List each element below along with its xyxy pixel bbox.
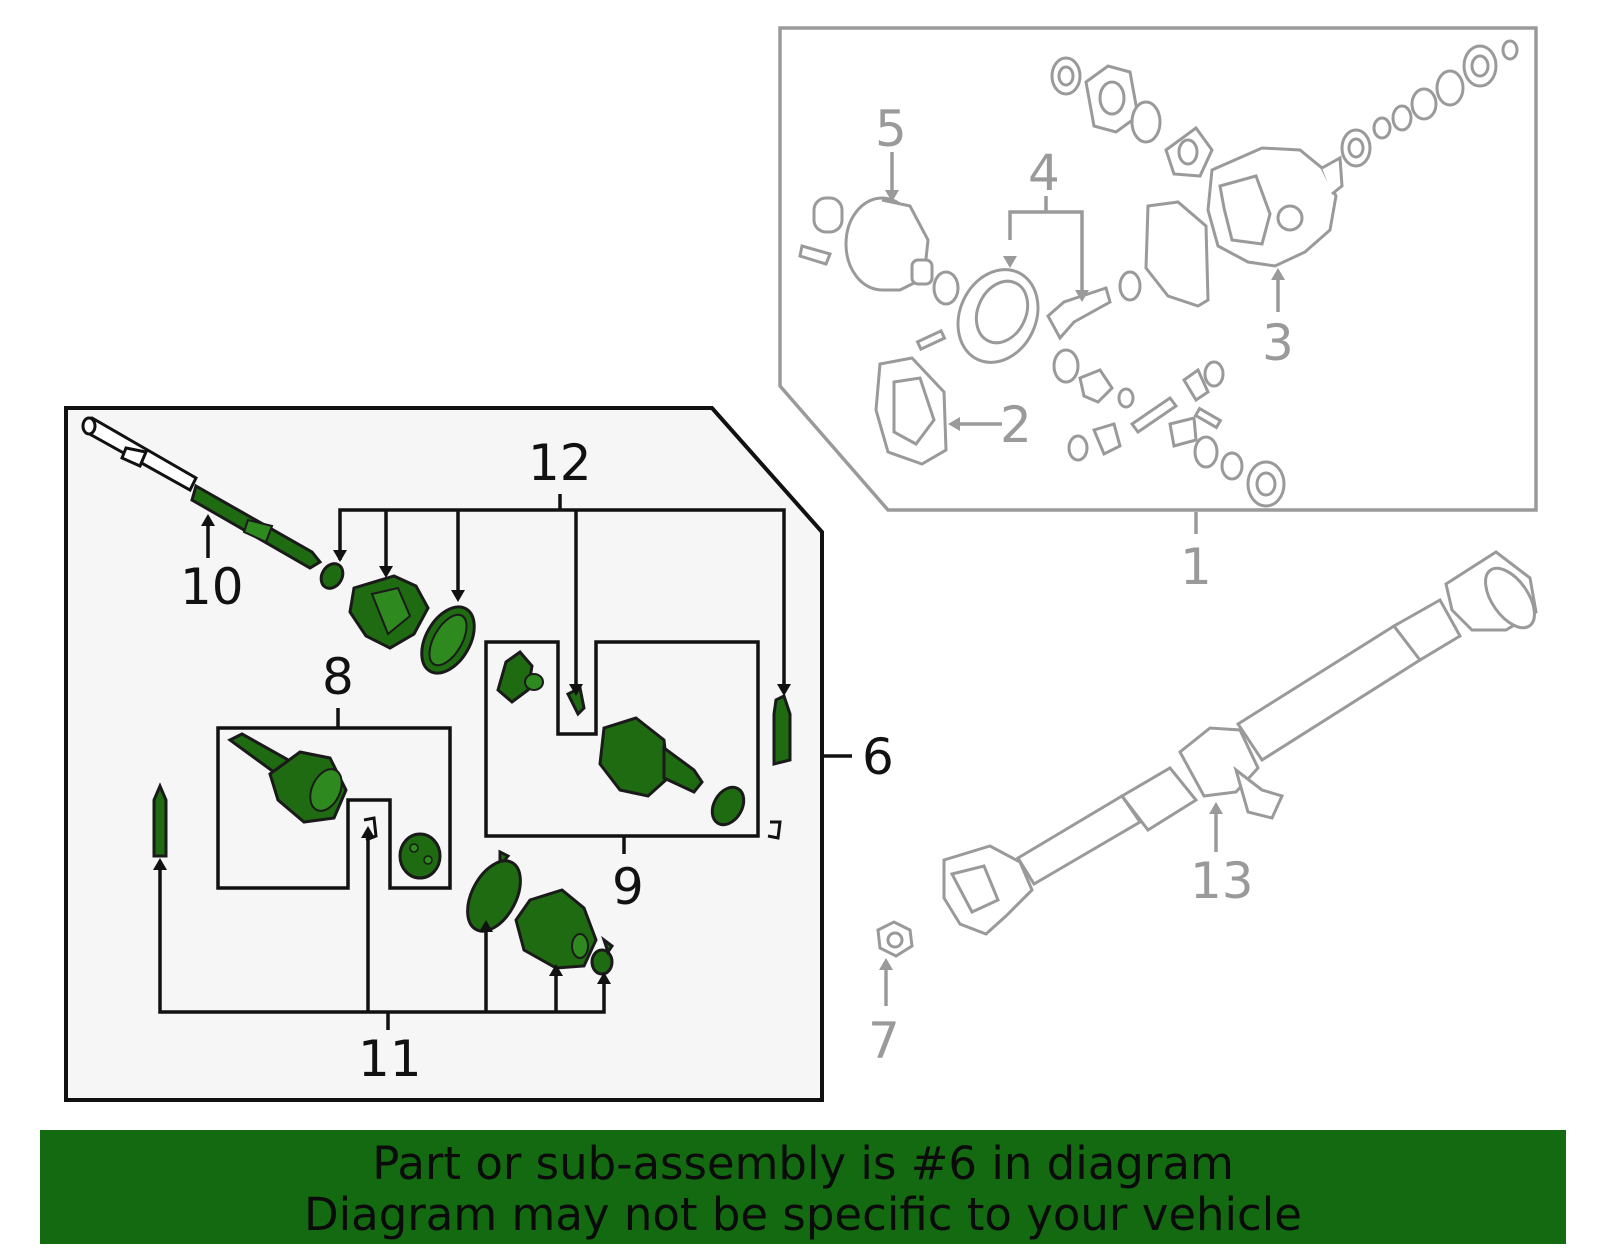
callout-5: 5	[875, 100, 907, 158]
flange-nut: 7	[868, 920, 914, 1070]
carrier-housing	[1206, 146, 1344, 268]
callout-11: 11	[358, 1030, 422, 1088]
callout-13: 13	[1190, 852, 1254, 910]
callout-9: 9	[612, 858, 644, 916]
outer-joint-kit: 8	[216, 648, 452, 890]
inner-joint-kit: 9	[484, 640, 782, 916]
callout-4: 4	[1028, 144, 1060, 202]
callout-8: 8	[322, 648, 354, 706]
callout-12: 12	[528, 434, 592, 492]
differential-assembly: 5 4 3 2 1	[778, 26, 1538, 596]
differential-case	[798, 196, 960, 306]
ring-and-pinion	[915, 268, 1142, 364]
axle-shaft	[81, 416, 323, 570]
callout-2: 2	[1000, 396, 1032, 454]
callout-7: 7	[868, 1012, 900, 1070]
callout-10: 10	[180, 558, 244, 616]
outer-boot-parts	[152, 782, 615, 976]
callout-1: 1	[1180, 538, 1212, 596]
axle-shaft-assembly: 6 10 12	[64, 406, 894, 1102]
differential-cover	[874, 356, 948, 466]
side-gears	[1052, 348, 1286, 508]
notice-line-2: Diagram may not be specific to your vehi…	[304, 1188, 1302, 1241]
pinion-seals	[1050, 39, 1519, 178]
cover-gasket	[1144, 200, 1210, 308]
notice-line-1: Part or sub-assembly is #6 in diagram	[372, 1137, 1234, 1190]
callout-3: 3	[1262, 314, 1294, 372]
callout-6: 6	[862, 728, 894, 786]
inner-boot-parts	[319, 562, 792, 766]
diagram-notice-banner: Part or sub-assembly is #6 in diagram Di…	[40, 1130, 1566, 1244]
drive-shaft: 13	[942, 550, 1538, 936]
